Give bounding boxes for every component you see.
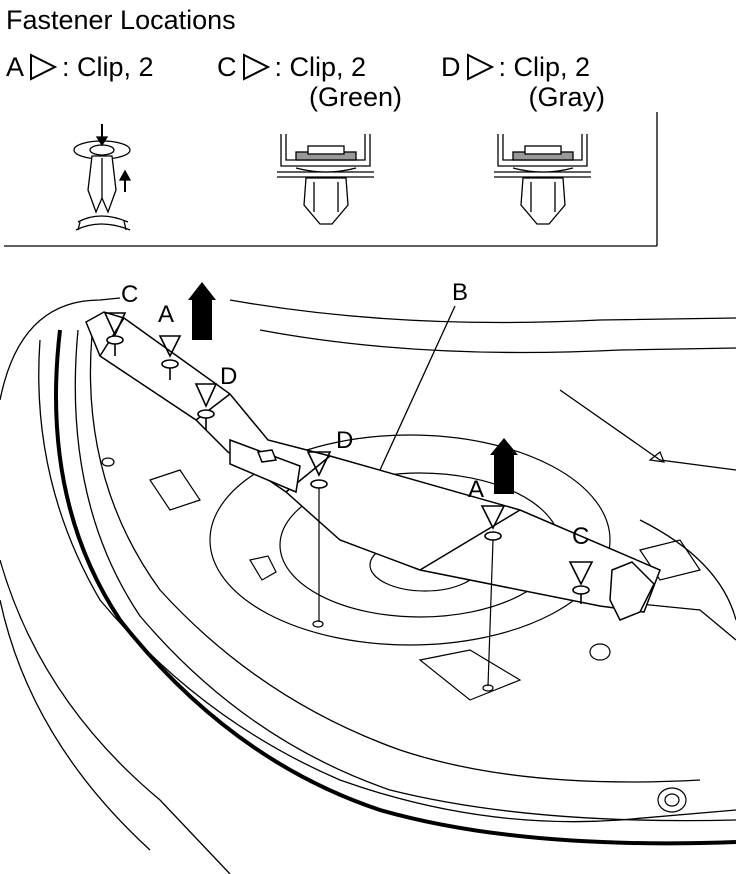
- clip-c-left: [103, 312, 127, 356]
- legend-text-d: : Clip, 2: [498, 52, 591, 82]
- legend-letter-a: A: [6, 52, 25, 82]
- callout-d-center: D: [336, 427, 353, 454]
- figure-title: Fastener Locations: [6, 5, 236, 35]
- clip-a-detail-icon: [73, 124, 132, 231]
- removal-arrow-right-icon: [490, 438, 518, 494]
- legend-item-c: C : Clip, 2 (Green): [217, 52, 402, 112]
- removal-arrow-left-icon: [188, 282, 216, 340]
- callout-a-left: A: [158, 301, 174, 328]
- clip-c-right: [568, 561, 594, 604]
- legend-sub-c: (Green): [308, 82, 402, 112]
- bumper-beam-b: [85, 311, 661, 621]
- triangle-pointer-icon: [466, 53, 494, 81]
- clip-d-detail-icon: [494, 134, 591, 225]
- legend-sub-d: (Gray): [528, 82, 606, 112]
- clip-a-left: [158, 335, 182, 380]
- legend-letter-d: D: [441, 52, 461, 82]
- legend-text-c: : Clip, 2: [274, 52, 367, 82]
- legend-letter-c: C: [217, 52, 237, 82]
- triangle-pointer-icon: [242, 53, 270, 81]
- callout-a-right: A: [468, 476, 484, 503]
- legend-item-d: D : Clip, 2 (Gray): [441, 52, 605, 112]
- fastener-detail-frame: [4, 112, 658, 247]
- legend-text-a: : Clip, 2: [62, 52, 154, 82]
- legend-item-a: A : Clip, 2: [6, 52, 154, 82]
- callout-c-left: C: [121, 281, 138, 308]
- clip-c-detail-icon: [277, 134, 374, 225]
- callout-c-right: C: [572, 523, 589, 550]
- clip-d-left: [194, 383, 218, 430]
- callout-b-leader: [379, 305, 456, 471]
- triangle-pointer-icon: [30, 53, 58, 81]
- clip-a-right: [480, 505, 506, 687]
- clip-d-center: [306, 451, 332, 622]
- callout-b: B: [452, 279, 468, 306]
- callout-d-left: D: [220, 363, 237, 390]
- trunk-body-outline: [0, 297, 736, 874]
